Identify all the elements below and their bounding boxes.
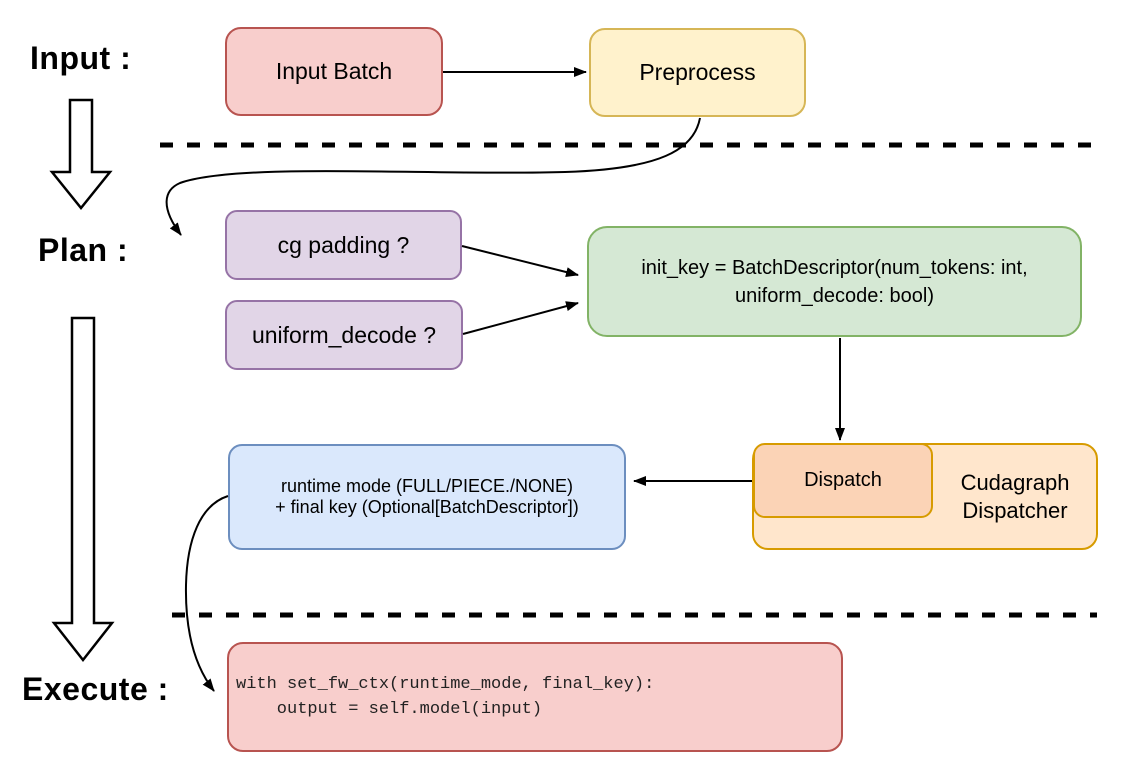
init-key-line1: init_key = BatchDescriptor(num_tokens: i… — [641, 256, 1028, 279]
input-batch-label: Input Batch — [275, 58, 393, 84]
cudagraph-dispatcher-line1: Cudagraph — [960, 469, 1070, 495]
runtime-mode-node: runtime mode (FULL/PIECE./NONE) + final … — [228, 444, 626, 550]
init-key-node: init_key = BatchDescriptor(num_tokens: i… — [587, 226, 1082, 337]
cg-padding-label: cg padding ? — [277, 231, 410, 258]
input-to-plan-arrow — [49, 98, 113, 210]
execute-section-label: Execute : — [22, 671, 169, 707]
runtime-mode-line2: + final key (Optional[BatchDescriptor]) — [275, 497, 579, 517]
arrow-cg-padding-to-init-key — [461, 245, 579, 277]
input-section-label: Input : — [30, 40, 132, 76]
input-batch-node: Input Batch — [225, 27, 443, 116]
uniform-decode-node: uniform_decode ? — [225, 300, 463, 370]
runtime-mode-line1: runtime mode (FULL/PIECE./NONE) — [280, 476, 574, 496]
arrow-runtime-to-execute-code — [184, 495, 229, 692]
arrow-uniform-decode-to-init-key — [462, 301, 579, 335]
plan-section-label: Plan : — [38, 232, 129, 268]
plan-to-execute-arrow — [51, 316, 115, 663]
preprocess-label: Preprocess — [639, 59, 756, 85]
init-key-line2: uniform_decode: bool) — [734, 284, 934, 307]
preprocess-node: Preprocess — [589, 28, 806, 117]
dispatch-label: Dispatch — [804, 469, 882, 491]
execute-code-line2: output = self.model(input) — [236, 700, 543, 719]
cg-padding-node: cg padding ? — [225, 210, 462, 280]
execute-code-line1: with set_fw_ctx(runtime_mode, final_key)… — [236, 675, 655, 694]
uniform-decode-label: uniform_decode ? — [251, 321, 437, 348]
dispatch-node: Dispatch — [753, 443, 933, 518]
cudagraph-dispatcher-line2: Dispatcher — [962, 497, 1068, 523]
execute-code-node: with set_fw_ctx(runtime_mode, final_key)… — [227, 642, 843, 752]
